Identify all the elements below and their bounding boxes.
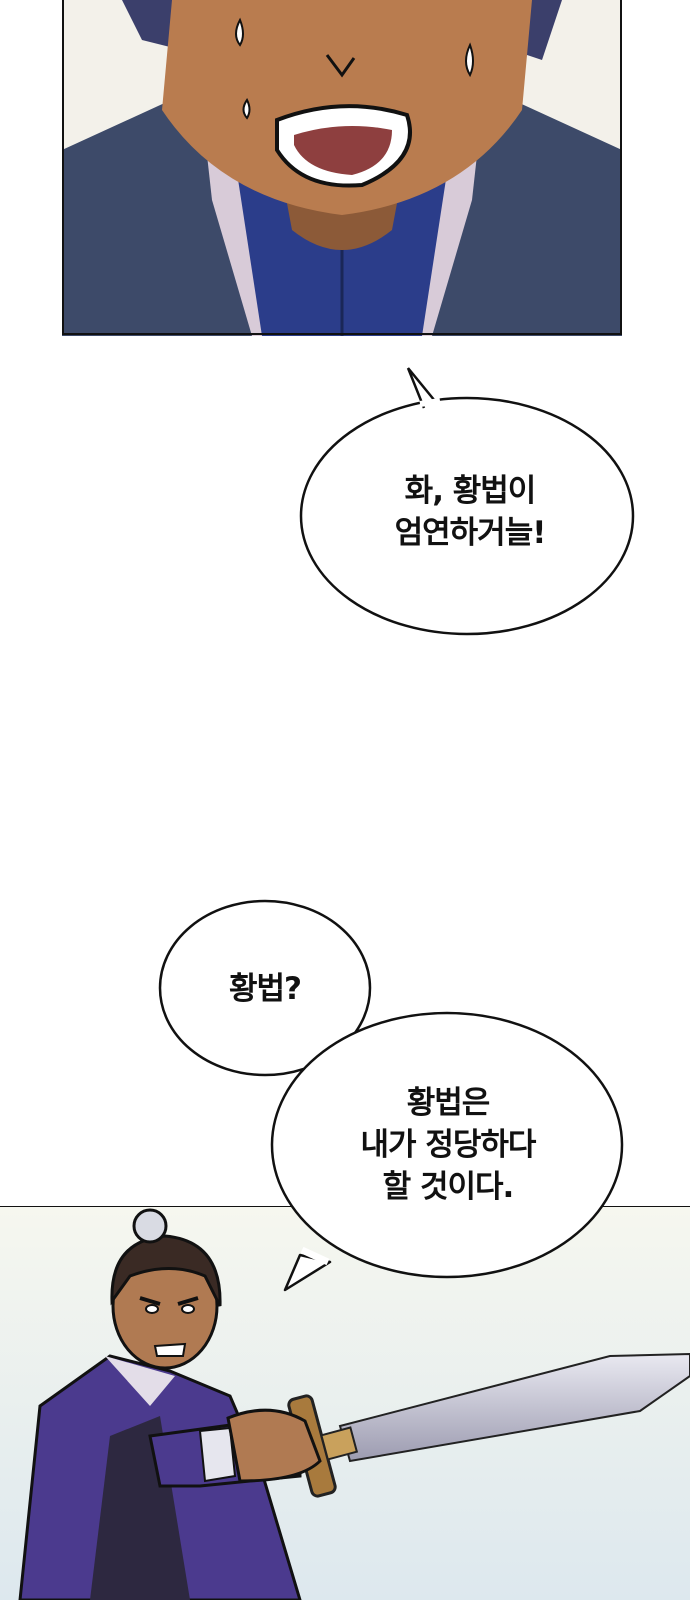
bubble-3-line-2: 내가 정당하다 [360, 1127, 537, 1163]
top-panel [62, 0, 622, 336]
swordsman-illustration [0, 1206, 690, 1600]
sweating-character-illustration [62, 0, 622, 336]
bubble-3-line-3: 할 것이다. [382, 1169, 515, 1205]
bubble-3-text: 황법은 내가 정당하다 할 것이다. [300, 1082, 596, 1208]
bubble-3-line-1: 황법은 [406, 1085, 491, 1121]
bubble-2-text: 황법? [190, 968, 340, 1010]
bottom-panel [0, 1206, 690, 1600]
bubble-1-line-1: 화, 황법이 [404, 473, 537, 509]
bubble-1-text: 화, 황법이 엄연하거늘! [320, 470, 620, 554]
bubble-1-line-2: 엄연하거늘! [394, 515, 547, 551]
bubble-2-line-1: 황법? [228, 971, 302, 1007]
